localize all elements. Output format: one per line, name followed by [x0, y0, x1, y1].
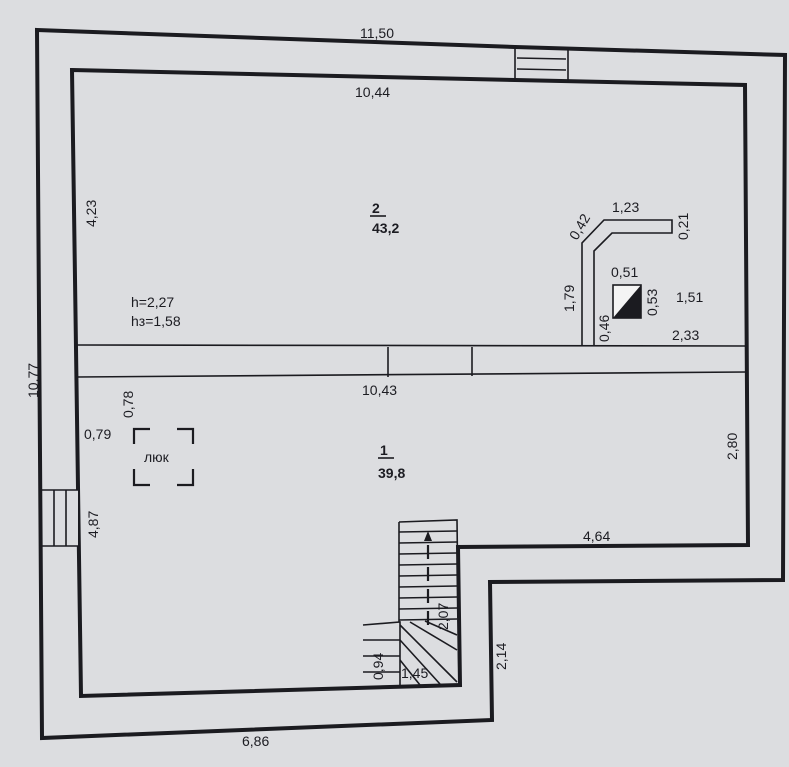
- dim-left-outer: 10,77: [25, 363, 41, 398]
- room-1-number: 1: [380, 442, 388, 458]
- dim-flue-height: 0,53: [644, 289, 660, 316]
- stair-tread: [398, 563, 458, 566]
- stair-tread: [398, 607, 458, 610]
- dim-chimney-right-top: 0,21: [675, 213, 691, 240]
- dim-middle-wall: 10,43: [362, 382, 397, 398]
- hatch-label: люк: [144, 449, 170, 465]
- stair-winder: [424, 620, 458, 636]
- dim-right-wall-bottom: 2,33: [672, 327, 699, 343]
- window-top-frame-1: [516, 57, 567, 60]
- dim-step-outer: 2,14: [493, 643, 509, 670]
- dim-stair-width: 1,45: [401, 665, 428, 681]
- dim-step-inner: 4,64: [583, 528, 610, 544]
- dim-room2-left: 4,23: [83, 200, 99, 227]
- partition-top: [75, 344, 747, 347]
- dim-stair-small: 0,94: [370, 653, 386, 680]
- inner-wall: [69, 67, 751, 699]
- height-h: h=2,27: [131, 294, 174, 310]
- dim-flue-bottom: 0,46: [596, 315, 612, 342]
- room-1-area: 39,8: [378, 465, 405, 481]
- hatch-outline: [132, 427, 195, 487]
- dim-flue-width: 0,51: [611, 264, 638, 280]
- chimney-wall: [581, 219, 673, 346]
- dim-chimney-top: 1,23: [612, 199, 639, 215]
- stair-direction-arrow-icon: [424, 531, 432, 541]
- dim-top-inner: 10,44: [355, 84, 390, 100]
- stair-winder: [399, 659, 421, 686]
- window-left-gap: [44, 490, 78, 546]
- dim-chimney-left: 1,79: [561, 285, 577, 312]
- dim-right-upper: 1,51: [676, 289, 703, 305]
- dim-hatch-top: 0,78: [120, 391, 136, 418]
- stair-tread: [398, 541, 458, 544]
- stair-winder: [399, 624, 458, 683]
- staircase: [362, 519, 460, 686]
- dim-bottom-outer: 6,86: [242, 733, 269, 749]
- height-hz: hз=1,58: [131, 313, 181, 329]
- dim-left-lower: 4,87: [85, 511, 101, 538]
- stair-winder: [399, 639, 441, 685]
- dim-right-lower: 2,80: [724, 433, 740, 460]
- room-2-number: 2: [372, 200, 380, 216]
- partition-bottom: [76, 371, 747, 378]
- stair-tread: [398, 585, 458, 588]
- room-2-area: 43,2: [372, 220, 399, 236]
- dim-hatch-left: 0,79: [84, 426, 111, 442]
- stair-outline: [398, 519, 460, 685]
- stair-winder: [409, 621, 458, 651]
- window-top-frame-2: [516, 68, 567, 71]
- outer-wall: [34, 27, 788, 741]
- stair-landing: [362, 621, 401, 686]
- dim-top-outer: 11,50: [360, 25, 394, 41]
- flue-fill: [613, 285, 641, 318]
- dim-stair-length: 2,07: [435, 603, 451, 630]
